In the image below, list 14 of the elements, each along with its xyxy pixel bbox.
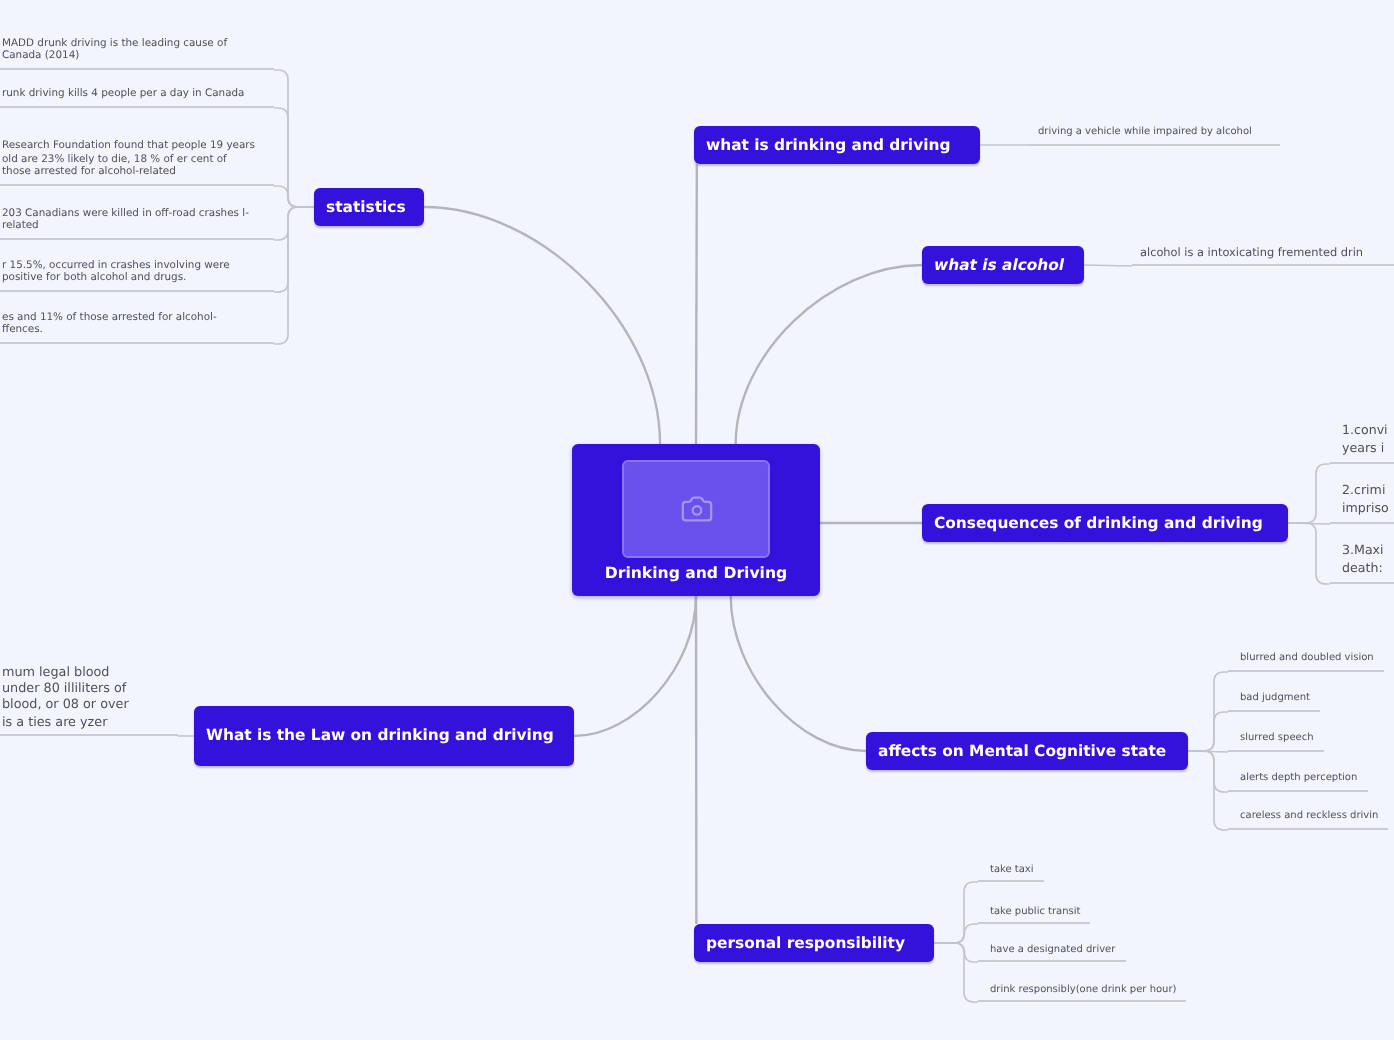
connector-line: [729, 595, 867, 753]
connector-line: [177, 735, 195, 737]
connector-line: [1187, 750, 1229, 831]
connector-line: [273, 206, 315, 345]
connector-line: [734, 263, 923, 445]
connector-line: [979, 144, 1031, 146]
connector-line: [1287, 522, 1331, 585]
connector-line: [933, 942, 979, 1003]
connector-line: [694, 596, 698, 924]
central-topic-box: [572, 444, 820, 596]
connector-line: [423, 205, 662, 445]
connector-line: [1083, 264, 1133, 267]
connector-line: [694, 164, 699, 444]
connector-line: [820, 521, 922, 525]
